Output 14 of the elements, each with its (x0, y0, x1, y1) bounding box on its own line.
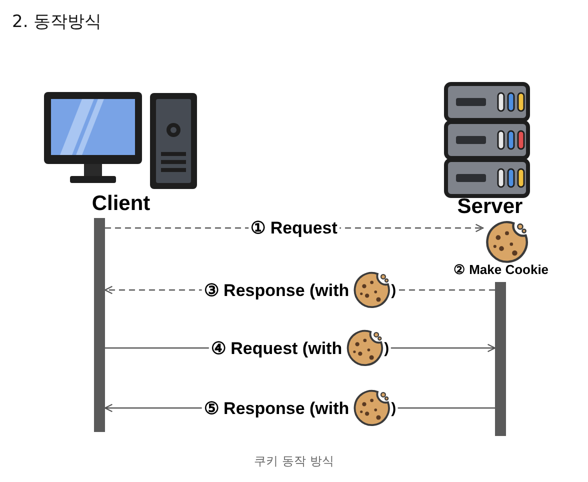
edge-label: ① Request (250, 218, 338, 238)
closing-parenthesis: ) (391, 400, 396, 416)
page-title: 2. 동작방식 (12, 11, 102, 33)
edge-label: ⑤ Response (with (204, 398, 350, 418)
edge-label: ③ Response (with (204, 280, 350, 300)
step-label: ② Make Cookie (452, 262, 550, 277)
lifeline-bar (94, 218, 105, 432)
edge-label: ④ Request (with (210, 338, 342, 358)
lifeline-bar (495, 282, 506, 436)
figure-caption: 쿠키 동작 방식 (253, 453, 335, 470)
closing-parenthesis: ) (391, 282, 396, 298)
closing-parenthesis: ) (384, 340, 390, 356)
node-label: Server (456, 195, 524, 219)
node-label: Client (90, 192, 152, 216)
